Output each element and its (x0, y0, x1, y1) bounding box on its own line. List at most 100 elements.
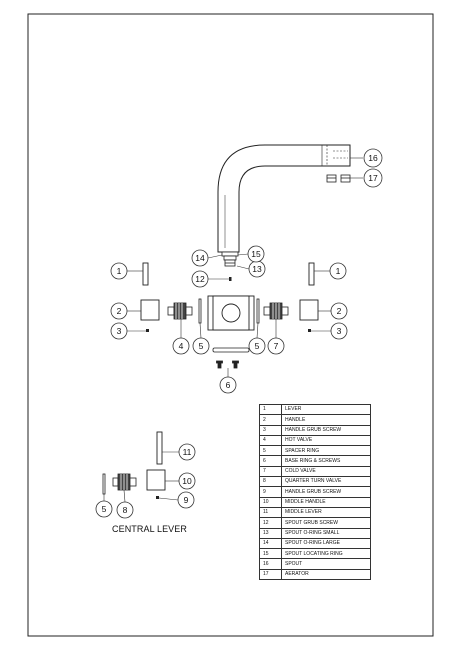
hot-valve (167, 302, 193, 320)
part-name: QUARTER TURN VALVE (281, 476, 371, 488)
part-number: 17 (259, 568, 282, 581)
part-number: 3 (259, 424, 282, 436)
part-name: SPOUT O-RING SMALL (281, 527, 371, 539)
part-number: 5 (259, 445, 282, 457)
middle-grub-screw (156, 496, 159, 499)
spout-grub-screw (229, 277, 232, 281)
callout-4: 4 (179, 341, 184, 351)
callout-2-left: 2 (117, 306, 122, 316)
middle-handle (146, 469, 166, 491)
part-number: 7 (259, 465, 282, 478)
part-name: MIDDLE LEVER (281, 506, 371, 519)
part-number: 6 (259, 455, 282, 467)
spacer-ring-central (102, 473, 106, 495)
part-name: COLD VALVE (281, 465, 371, 478)
handle-left (140, 299, 160, 321)
leader-lines (103, 157, 363, 503)
callout-12: 12 (195, 274, 205, 284)
part-name: SPOUT O-RING LARGE (281, 537, 371, 550)
callout-2-right: 2 (337, 306, 342, 316)
callout-5-left: 5 (199, 341, 204, 351)
centre-body (207, 295, 255, 331)
part-name: HOT VALVE (281, 434, 371, 447)
callout-1-left: 1 (117, 266, 122, 276)
spout-rings (221, 251, 239, 267)
callout-11: 11 (183, 447, 192, 457)
part-name: BASE RING & SCREWS (281, 455, 371, 467)
part-number: 1 (259, 403, 282, 416)
callout-13: 13 (252, 264, 262, 274)
part-name: HANDLE GRUB SCREW (281, 424, 371, 436)
sheet-border (27, 13, 434, 637)
spacer-ring-right (256, 298, 260, 324)
lever-left (142, 262, 149, 286)
part-name: HANDLE GRUB SCREW (281, 486, 371, 498)
part-name: AERATOR (281, 568, 371, 581)
callout-bubbles (95, 148, 383, 519)
part-name: SPOUT (281, 558, 371, 570)
callout-1-right: 1 (336, 266, 341, 276)
central-lever-label: CENTRAL LEVER (112, 524, 187, 534)
part-number: 15 (259, 548, 282, 560)
callout-3-right: 3 (337, 326, 342, 336)
callout-7: 7 (274, 341, 279, 351)
part-number: 13 (259, 527, 282, 539)
part-number: 12 (259, 517, 282, 529)
callout-3-left: 3 (117, 326, 122, 336)
callout-numbers: 1 2 3 4 5 5 7 6 1 2 3 12 13 14 15 16 17 … (102, 153, 378, 515)
part-number: 10 (259, 496, 282, 508)
part-name: SPOUT GRUB SCREW (281, 517, 371, 529)
part-number: 9 (259, 486, 282, 498)
part-name: MIDDLE HANDLE (281, 496, 371, 508)
callout-14: 14 (195, 253, 205, 263)
part-number: 4 (259, 434, 282, 447)
part-name: HANDLE (281, 414, 371, 426)
spacer-ring-left (198, 298, 202, 324)
callout-17: 17 (368, 173, 378, 183)
middle-lever (156, 431, 163, 465)
part-number: 8 (259, 476, 282, 488)
grub-screw-left (146, 329, 149, 332)
callout-5-central: 5 (102, 504, 107, 514)
cold-valve (263, 302, 289, 320)
lever-right (308, 262, 315, 286)
part-number: 11 (259, 506, 282, 519)
callout-8: 8 (123, 505, 128, 515)
part-number: 14 (259, 537, 282, 550)
spout-part (217, 144, 351, 253)
callout-9: 9 (184, 495, 189, 505)
part-number: 16 (259, 558, 282, 570)
aerator-part (326, 174, 351, 183)
part-name: SPOUT LOCATING RING (281, 548, 371, 560)
callout-6: 6 (226, 380, 231, 390)
part-name: SPACER RING (281, 445, 371, 457)
callout-16: 16 (368, 153, 378, 163)
base-ring-and-screws (212, 347, 250, 369)
handle-right (299, 299, 319, 321)
callout-10: 10 (182, 476, 192, 486)
quarter-turn-valve (112, 473, 137, 491)
part-name: LEVER (281, 403, 371, 416)
callout-5-right: 5 (255, 341, 260, 351)
callout-15: 15 (251, 249, 261, 259)
